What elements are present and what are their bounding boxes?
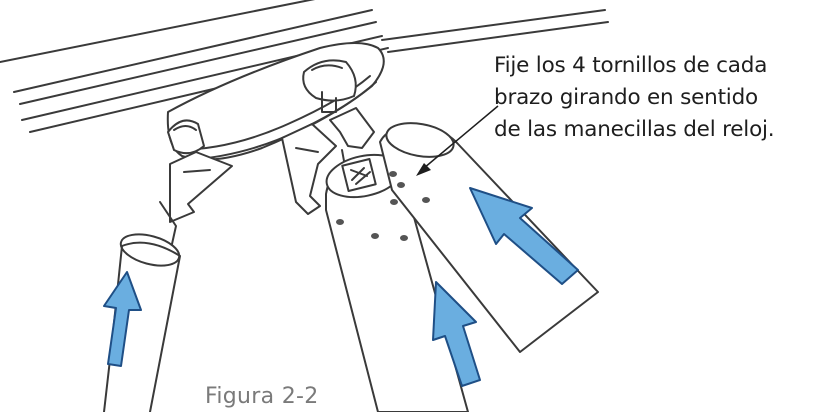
- instruction-text: Fije los 4 tornillos de cada brazo giran…: [494, 50, 834, 146]
- direction-arrow-icon: [103, 271, 142, 367]
- instruction-line: Fije los 4 tornillos de cada: [494, 53, 768, 78]
- instruction-line: brazo girando en sentido: [494, 85, 758, 110]
- screw-holes: [336, 171, 430, 241]
- arm-right: [379, 122, 599, 353]
- instruction-line: de las manecillas del reloj.: [494, 117, 775, 142]
- direction-arrow-icon: [469, 187, 579, 285]
- figure-caption: Figura 2-2: [205, 384, 319, 409]
- hub-plate: [159, 42, 385, 245]
- pointer-arrow-icon: [416, 105, 499, 176]
- frame-rail: [0, 0, 609, 133]
- direction-arrow-icon: [432, 281, 481, 387]
